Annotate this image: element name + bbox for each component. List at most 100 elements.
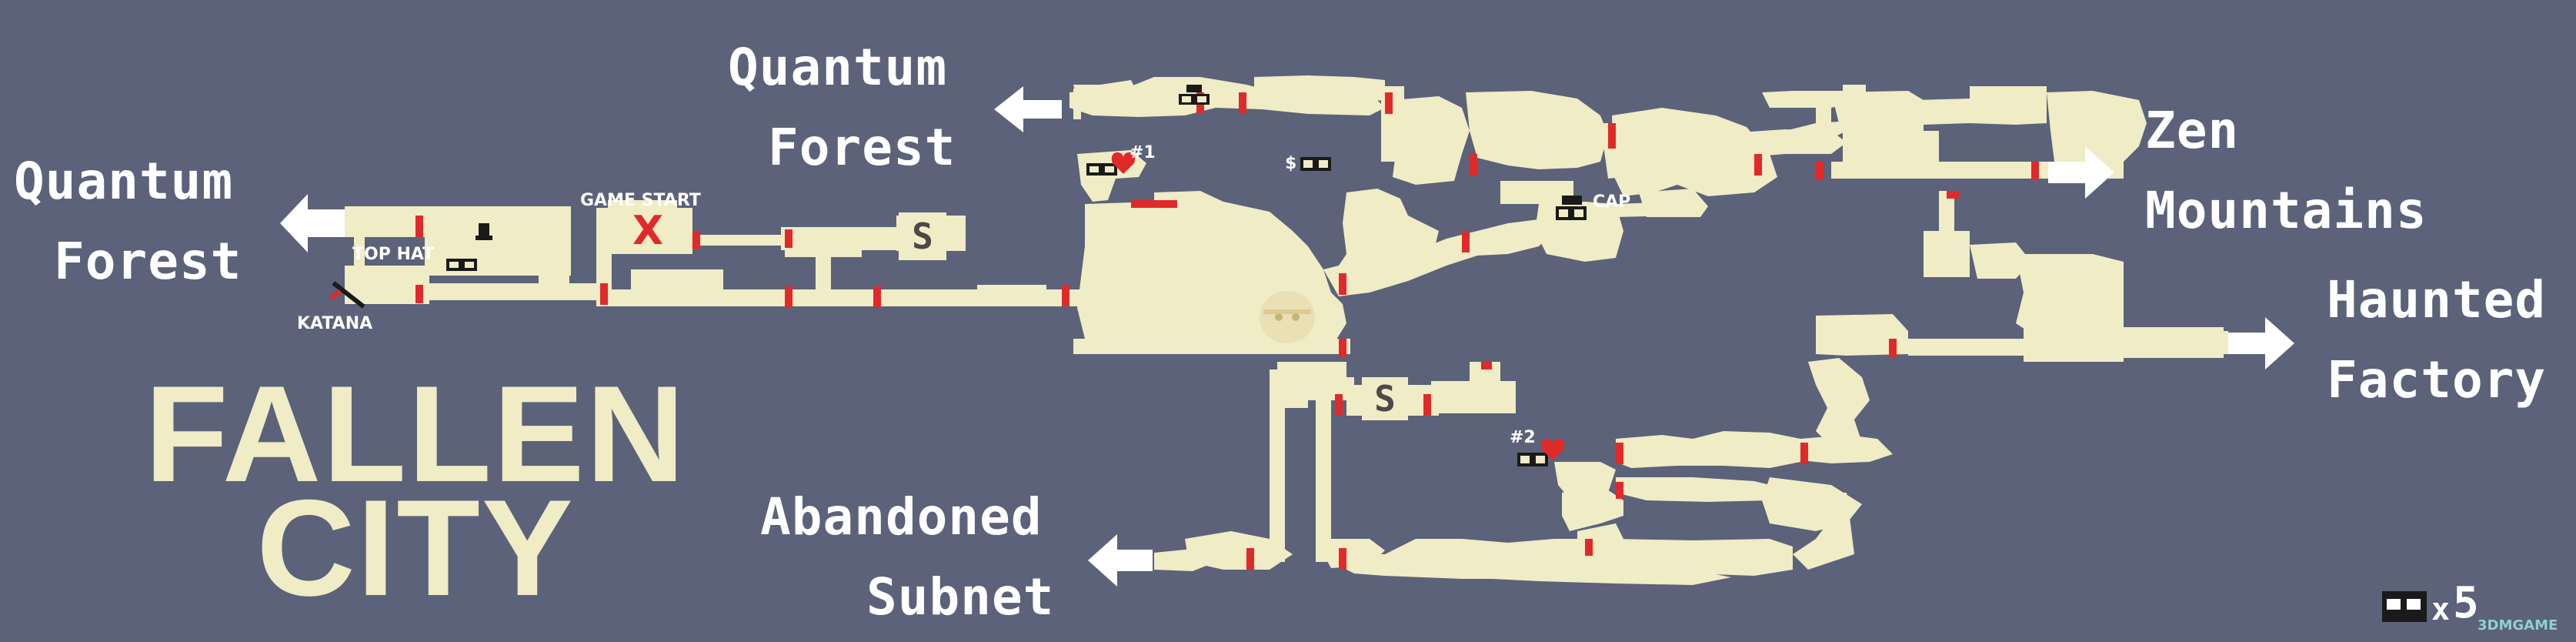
door [1889,339,1897,357]
door [692,231,700,249]
arrow-east-zen-icon [2048,146,2114,199]
arrow-west-icon [280,194,345,252]
exit-zen-mountains[interactable]: Zen Mountains [2145,91,2428,251]
door [1462,231,1470,252]
save-point[interactable]: S [1362,377,1408,420]
room [977,285,1046,306]
room [2216,331,2228,354]
room [1270,369,1285,562]
room [1073,80,1139,100]
door [1800,443,1808,464]
door [785,286,792,308]
top-hat-icon [446,223,492,271]
room [2016,254,2124,339]
save-point-letter: S [1374,378,1396,420]
door [1423,394,1431,416]
room [816,246,831,293]
door [1246,548,1254,570]
room [1270,369,1331,393]
glasses-icon [1179,85,1210,105]
exit-abandoned-subnet[interactable]: Abandoned Subnet [760,477,1054,637]
room [1554,462,1616,499]
exit-label-line: Quantum [728,38,948,97]
heart-container-2-icon [1517,438,1565,466]
exit-label-line: Subnet [866,567,1055,627]
northeast-rooms [1616,85,2228,362]
door [1816,162,1824,180]
room [1924,231,1970,277]
room [1785,122,1847,140]
exit-label-line: Haunted [2327,270,2547,329]
door [1481,362,1492,369]
arrow-north-west-icon [994,86,1062,132]
room [631,269,723,302]
cap-icon [1556,196,1587,220]
heart-2-label: #2 [1510,428,1536,447]
exit-label-line: Mountains [2145,181,2428,240]
area-title: FALLEN CITY [138,366,692,624]
counter-value: 5 [2453,578,2479,628]
room [354,231,365,277]
room [1908,339,2124,356]
exit-label-line: Forest [768,118,956,177]
room [608,200,677,209]
room [1500,181,1573,204]
door [1754,154,1762,176]
start-marker: X [632,208,664,254]
door [1339,548,1346,570]
exit-label-line: Abandoned [760,487,1043,547]
door [1239,92,1246,114]
door [1335,394,1343,416]
door [873,286,881,308]
counter-prefix: x [2431,592,2451,627]
room [1323,219,1554,296]
room [2047,91,2147,166]
shop-glasses-icon [1300,157,1331,171]
door [1947,191,1959,199]
room [1477,562,1731,585]
exit-haunted-factory[interactable]: Haunted Factory [2327,260,2546,420]
door [415,216,423,237]
watermark: 3DMGAME [2478,617,2558,634]
exit-quantum-forest-north[interactable]: Quantum Forest [728,28,956,188]
room [1793,493,1854,570]
heart-1-label: #1 [1130,143,1156,162]
exit-arrows [280,86,2294,587]
room [1616,477,1785,502]
shop-label: $ [1285,154,1297,173]
south-rooms [1073,339,1893,585]
room [1466,91,1608,169]
game-start-label: GAME START [580,191,701,210]
heart-container-1-icon [1086,152,1136,176]
exit-quantum-forest-west[interactable]: Quantum Forest [14,142,242,302]
collectible-counter: x 5 3DMGAME [2382,580,2567,636]
door [1385,92,1393,114]
cap-label: CAP [1593,192,1631,212]
room [1970,242,2031,279]
door [1616,443,1623,464]
west-rooms [345,200,1135,306]
exit-label-line: Quantum [14,152,234,211]
save-point[interactable]: S [899,212,946,260]
north-rooms [1073,77,2047,217]
room [785,246,862,257]
door [1062,285,1069,306]
exit-label-line: Forest [54,232,242,291]
room [1939,191,1954,237]
room [696,235,781,246]
room [1431,381,1516,413]
room [539,254,569,293]
glasses-icon [2382,591,2427,622]
area-title-line2: CITY [256,471,575,624]
door [600,283,608,305]
room [2000,86,2047,123]
door [1339,273,1346,295]
game-start-room [609,209,691,249]
katana-icon [329,281,365,309]
exit-label-line: Factory [2327,350,2547,410]
room [1069,77,1385,117]
room [1616,129,1847,173]
room [1154,548,1216,571]
room [1800,435,1893,463]
room [1393,96,1470,185]
